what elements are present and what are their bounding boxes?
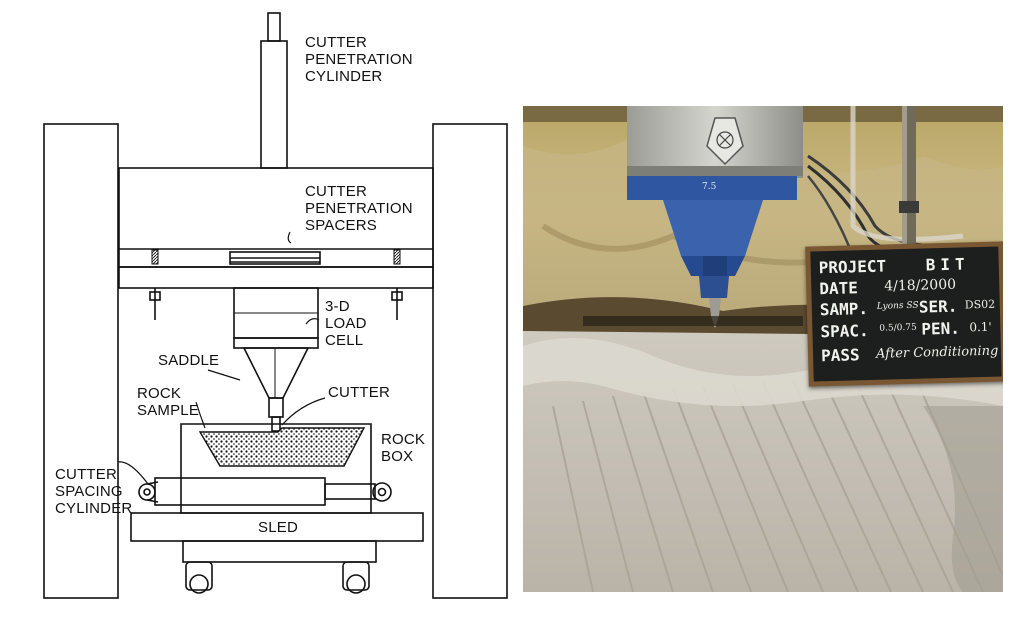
rock-sample [198, 427, 366, 467]
spacing-cylinder-leader [117, 461, 149, 485]
sign-samp-value: Lyons SS [876, 300, 919, 312]
spacing-cylinder-rod [324, 483, 376, 500]
sign-project-value: BIT [925, 254, 970, 275]
sign-pen-value: 0.1' [969, 319, 992, 335]
sign-ser-label: SER. [918, 296, 958, 317]
cylinder-rod [267, 12, 281, 42]
carriage [182, 540, 377, 563]
sign-project-label: PROJECT [818, 256, 887, 278]
left-clevis [138, 483, 156, 501]
spacer-pad-left [151, 249, 159, 265]
sign-samp-label: SAMP. [819, 298, 869, 320]
sign-pass-value: After Conditioning [875, 343, 999, 362]
label-cylinder: CUTTER PENETRATION CYLINDER [305, 34, 413, 85]
load-cell-base [233, 337, 319, 349]
sign-pass-label: PASS [820, 345, 860, 366]
label-spacing-cylinder: CUTTER SPACING CYLINDER [55, 466, 133, 517]
sign-ser-value: DS02 [964, 297, 996, 312]
mount-text: 7.5 [702, 182, 717, 192]
blue-mount-plate [627, 176, 797, 200]
sign-date-label: DATE [819, 278, 859, 299]
right-wheel [346, 574, 366, 594]
left-column [43, 123, 119, 599]
label-rock-box: ROCK BOX [381, 431, 426, 465]
label-spacers: CUTTER PENETRATION SPACERS [305, 183, 413, 234]
penetration-cylinder [260, 40, 288, 169]
blue-saddle [663, 200, 763, 256]
label-cutter: CUTTER [328, 384, 391, 401]
cutting-machine-diagram: CUTTER PENETRATION CYLINDER CUTTER PENET… [0, 0, 510, 620]
right-column [432, 123, 508, 599]
label-sled: SLED [258, 519, 298, 536]
sign-spac-value: 0.5/0.75 [879, 322, 917, 334]
left-wheel [189, 574, 209, 594]
spacer-plate [118, 266, 434, 289]
saddle-leader [207, 369, 241, 381]
load-cell-leader [305, 318, 320, 325]
test-photo: 7.5 PROJECT BIT DATE 4/18/2000 SAMP. Lyo… [523, 106, 1003, 592]
sign-spac-label: SPAC. [820, 320, 869, 342]
label-saddle: SADDLE [158, 352, 220, 369]
rock-sample-leader [195, 401, 206, 429]
spacers-leader [287, 231, 292, 244]
cutter-tip [709, 298, 721, 316]
cutter-holder [268, 397, 284, 418]
test-sign: PROJECT BIT DATE 4/18/2000 SAMP. Lyons S… [805, 241, 1003, 387]
right-clevis [372, 482, 392, 502]
saddle [242, 347, 310, 399]
cutter-leader [281, 397, 326, 426]
spacer-pad-right [393, 249, 401, 265]
logo-plate [706, 117, 744, 166]
label-load-cell: 3-D LOAD CELL [325, 298, 367, 349]
right-wheel-mount [342, 561, 370, 591]
sign-pen-label: PEN. [921, 318, 961, 339]
left-wheel-mount [185, 561, 213, 591]
label-rock-sample: ROCK SAMPLE [137, 385, 200, 419]
sign-date-value: 4/18/2000 [884, 276, 957, 295]
diagram-drawing [43, 12, 508, 599]
